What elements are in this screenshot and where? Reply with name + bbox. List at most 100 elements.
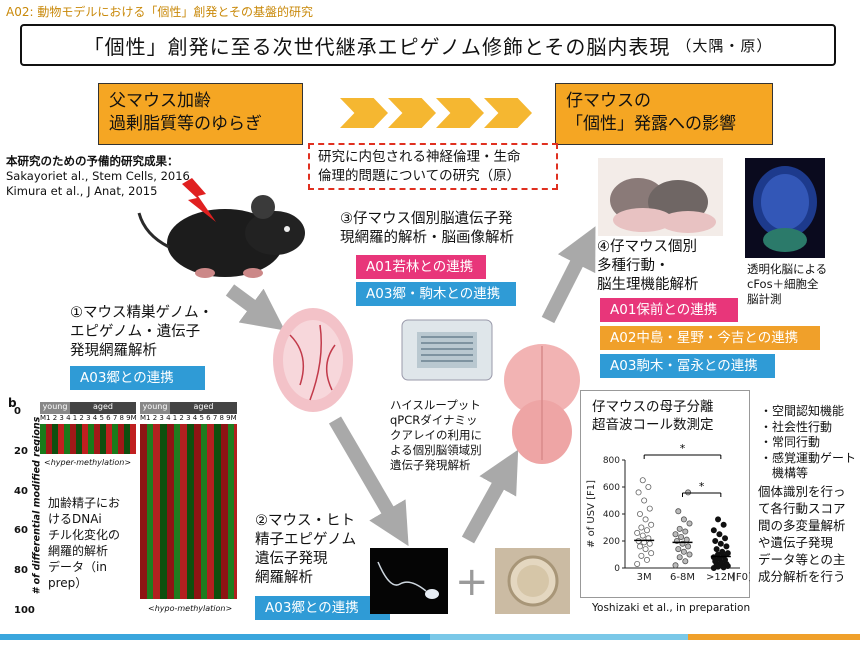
step3-line2: 現網羅的解析・脳画像解析 (340, 229, 514, 248)
aged-label: aged (170, 402, 237, 414)
step2-text: ②マウス・ヒト 精子エピゲノム 遺伝子発現 網羅解析 (255, 512, 356, 588)
y-tick-label: 400 (603, 510, 620, 520)
data-point (677, 526, 682, 531)
step3-line1: ③仔マウス個別脳遺伝子発 (340, 210, 514, 229)
ytick: 100 (14, 605, 35, 616)
behavior-item: 機構等 (760, 466, 856, 482)
y-tick-label: 200 (603, 537, 620, 547)
data-point (715, 517, 720, 522)
step4-collab-tag3: A03駒木・冨永との連携 (600, 354, 775, 378)
data-point (676, 547, 681, 552)
data-point (679, 534, 684, 539)
ytick: 40 (14, 486, 35, 497)
step3-text: ③仔マウス個別脳遺伝子発 現網羅的解析・脳画像解析 (340, 210, 514, 248)
note-line: 網羅的解析 (48, 543, 120, 559)
qpcr-line5: 遺伝子発現解析 (390, 458, 482, 473)
data-point (683, 529, 688, 534)
heatmap-cols-large: M1 2 3 4 1 2 3 4 5 6 7 8 9M (140, 414, 237, 422)
data-point (711, 528, 716, 533)
qpcr-chip-image (397, 310, 497, 390)
step4-text: ④仔マウス個別 多種行動・ 脳生理機能解析 (597, 238, 699, 295)
mouse-icon (135, 185, 315, 285)
data-point (642, 498, 647, 503)
step4-collab-tag1: A01保前との連携 (600, 298, 738, 322)
data-point (637, 544, 642, 549)
qpcr-line4: よる個別脳領域別 (390, 443, 482, 458)
plus-icon: + (455, 562, 489, 602)
arrow-embryo-to-brain (468, 468, 508, 540)
data-point (687, 552, 692, 557)
note-line: チル化変化の (48, 527, 120, 543)
behavior-desc-line: データ等との主 (758, 551, 846, 568)
x-tick-label: 6-8M (670, 572, 695, 583)
data-point (646, 484, 651, 489)
note-line: けるDNAi (48, 511, 120, 527)
lightning-icon (180, 178, 220, 228)
y-tick-label: 0 (614, 564, 620, 574)
data-point (635, 530, 640, 535)
ytick: 60 (14, 525, 35, 536)
data-point (722, 536, 727, 541)
data-point (717, 532, 722, 537)
x-tick-label: 3M (637, 572, 652, 583)
usv-credit: Yoshizaki et al., in preparation (592, 602, 750, 614)
note-line: データ（in (48, 559, 120, 575)
x-axis-label: [F0] (732, 572, 750, 583)
data-point (718, 541, 723, 546)
behavior-desc-line: 間の多変量解析 (758, 517, 846, 534)
arrow-mouse-to-testis (230, 290, 268, 318)
brain-image (500, 340, 585, 470)
behavior-desc-line: て各行動スコア (758, 500, 846, 517)
step1-line2: エピゲノム・遺伝子 (70, 323, 213, 342)
data-point (643, 547, 648, 552)
usv-title-line1: 仔マウスの母子分離 (592, 398, 714, 416)
behavior-desc-line: 成分解析を行う (758, 568, 846, 585)
hypo-label: <hypo-methylation> (148, 604, 232, 613)
qpcr-caption: ハイスループット qPCRダイナミッ クアレイの利用に よる個別脳領域別 遺伝子… (390, 398, 482, 473)
pups-photo (598, 158, 723, 236)
aged-label: aged (70, 402, 136, 414)
note-line: 加齢精子にお (48, 495, 120, 511)
qpcr-line3: クアレイの利用に (390, 428, 482, 443)
data-point (635, 561, 640, 566)
significance-label: * (680, 442, 686, 455)
brain-caption-line3: 脳計測 (747, 292, 827, 307)
data-point (681, 549, 686, 554)
data-point (686, 544, 691, 549)
step3-collab-tag2: A03郷・駒木との連携 (356, 282, 516, 306)
behavior-desc-line: や遺伝子発現 (758, 534, 846, 551)
y-tick-label: 600 (603, 483, 620, 493)
usv-title-line2: 超音波コール数測定 (592, 416, 714, 434)
qpcr-line2: qPCRダイナミッ (390, 413, 482, 428)
data-point (643, 517, 648, 522)
data-point (724, 544, 729, 549)
step2-line4: 網羅解析 (255, 569, 356, 588)
data-point (644, 528, 649, 533)
behavior-description: 個体識別を行っ て各行動スコア 間の多変量解析 や遺伝子発現 データ等との主 成… (758, 483, 846, 585)
data-point (683, 559, 688, 564)
data-point (636, 490, 641, 495)
ytick: 0 (14, 406, 35, 417)
data-point (637, 511, 642, 516)
data-point (647, 541, 652, 546)
step4-collab-tag2: A02中島・星野・今吉との連携 (600, 326, 820, 350)
data-point (686, 490, 691, 495)
young-label: young (140, 402, 170, 414)
data-point (649, 551, 654, 556)
y-axis-label: # of USV [F1] (586, 480, 597, 548)
data-point (684, 537, 689, 542)
data-point (721, 522, 726, 527)
data-point (640, 478, 645, 483)
hypo-heatmap (140, 424, 237, 599)
step1-line1: ①マウス精巣ゲノム・ (70, 304, 213, 323)
note-line: prep） (48, 575, 120, 591)
data-point (677, 555, 682, 560)
significance-label: * (699, 480, 705, 493)
step3-collab-tag1: A01若林との連携 (356, 255, 486, 279)
heatmap-yticks: 0 20 40 60 80 100 (14, 406, 35, 616)
behavior-item: ・空間認知機能 (760, 404, 856, 420)
cleared-brain-caption: 透明化脳による cFos＋細胞全 脳計測 (747, 262, 827, 307)
young-label: young (40, 402, 70, 414)
bottom-color-bar (0, 634, 860, 640)
